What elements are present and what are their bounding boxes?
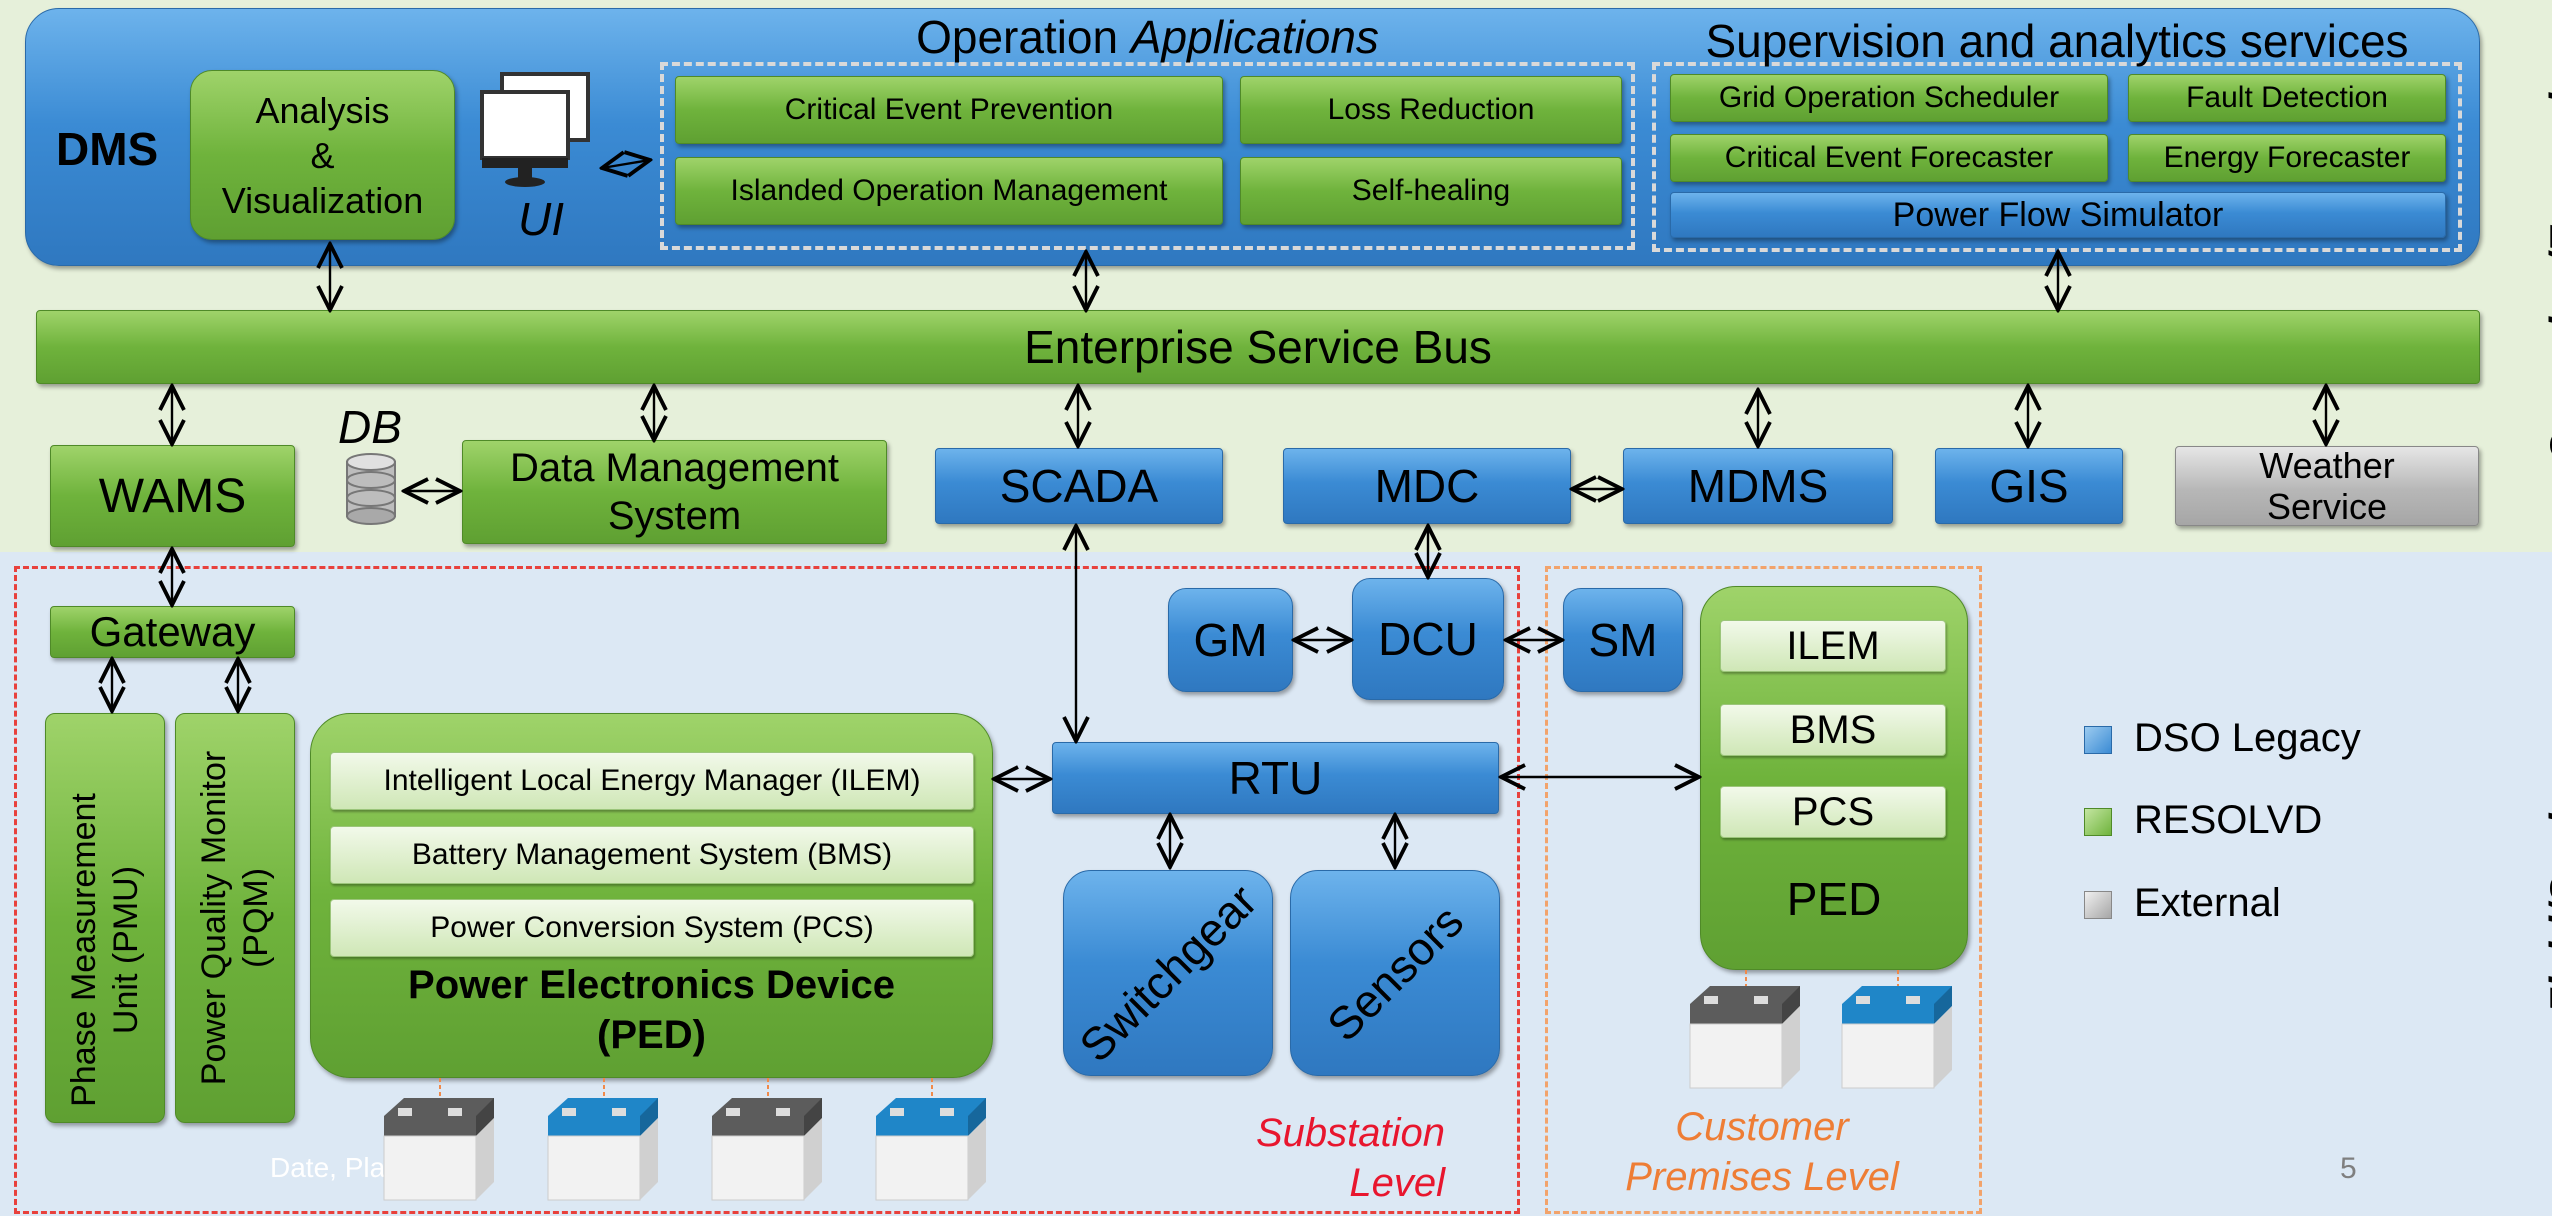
app-grid-operation-scheduler[interactable]: Grid Operation Scheduler [1670,74,2108,122]
page-number: 5 [2340,1152,2357,1185]
ui-label: UI [518,193,564,245]
field-zone-label: Field/Station [2541,762,2552,1014]
db-label: DB [338,401,402,453]
legend-label-dso: DSO Legacy [2134,716,2361,760]
wams-box[interactable]: WAMS [50,445,295,547]
app-self-healing[interactable]: Self-healing [1240,157,1622,225]
legend: DSO Legacy RESOLVD External [2084,708,2384,948]
scada-box[interactable]: SCADA [935,448,1223,524]
customer-premises-region [1545,566,1982,1214]
customer-ped-item-bms[interactable]: BMS [1720,704,1946,756]
database-icon [344,452,398,526]
legend-swatch-dso [2084,726,2112,754]
app-critical-event-prevention[interactable]: Critical Event Prevention [675,76,1223,144]
operation-applications-group [660,62,1635,250]
legend-swatch-external [2084,891,2112,919]
substation-level-region [14,566,1520,1214]
legend-label-external: External [2134,881,2281,925]
app-energy-forecaster[interactable]: Energy Forecaster [2128,134,2446,182]
gateway-box[interactable]: Gateway [50,606,295,658]
app-power-flow-simulator[interactable]: Power Flow Simulator [1670,192,2446,238]
operation-applications-title: Operation Applications [916,11,1379,63]
analysis-visualization-box[interactable]: Analysis & Visualization [190,70,455,240]
pmu-label: Phase Measurement Unit (PMU) [64,793,146,1107]
customer-ped-item-ilem[interactable]: ILEM [1720,620,1946,672]
customer-ped-title: PED [1786,873,1882,925]
legend-label-resolvd: RESOLVD [2134,798,2323,842]
app-islanded-operation-management[interactable]: Islanded Operation Management [675,157,1223,225]
ped-item-ilem[interactable]: Intelligent Local Energy Manager (ILEM) [330,752,974,810]
dcu-box[interactable]: DCU [1352,578,1504,700]
rtu-box[interactable]: RTU [1052,742,1499,814]
gis-box[interactable]: GIS [1935,448,2123,524]
ped-item-pcs[interactable]: Power Conversion System (PCS) [330,899,974,957]
app-loss-reduction[interactable]: Loss Reduction [1240,76,1622,144]
supervision-title: Supervision and analytics services [1705,15,2409,67]
ped-item-bms[interactable]: Battery Management System (BMS) [330,826,974,884]
gm-box[interactable]: GM [1168,588,1293,692]
enterprise-zone-label: Operation/Enterprise [2541,46,2552,464]
weather-service-box[interactable]: Weather Service [2175,445,2479,527]
mdc-box[interactable]: MDC [1283,448,1571,524]
enterprise-service-bus[interactable]: Enterprise Service Bus [36,310,2480,384]
customer-premises-level-label: Customer Premises Level [1625,1105,1899,1199]
substation-ped-title: Power Electronics Device (PED) [408,963,895,1057]
substation-level-label: Substation Level [1255,1111,1445,1205]
data-management-system-box[interactable]: Data Management System [462,440,887,544]
footer-date-place: Date, Pla [270,1152,386,1183]
legend-swatch-resolvd [2084,808,2112,836]
pmu-box[interactable] [45,713,165,1123]
dms-label: DMS [56,123,159,175]
app-fault-detection[interactable]: Fault Detection [2128,74,2446,122]
app-critical-event-forecaster[interactable]: Critical Event Forecaster [1670,134,2108,182]
sm-box[interactable]: SM [1563,588,1683,692]
monitor-icon [476,72,616,212]
mdms-box[interactable]: MDMS [1623,448,1893,524]
pqm-label: Power Quality Monitor (PQM) [194,750,276,1086]
pqm-box[interactable] [175,713,295,1123]
customer-ped-item-pcs[interactable]: PCS [1720,786,1946,838]
sensors-box[interactable] [1290,870,1500,1076]
switchgear-box[interactable] [1063,870,1273,1076]
